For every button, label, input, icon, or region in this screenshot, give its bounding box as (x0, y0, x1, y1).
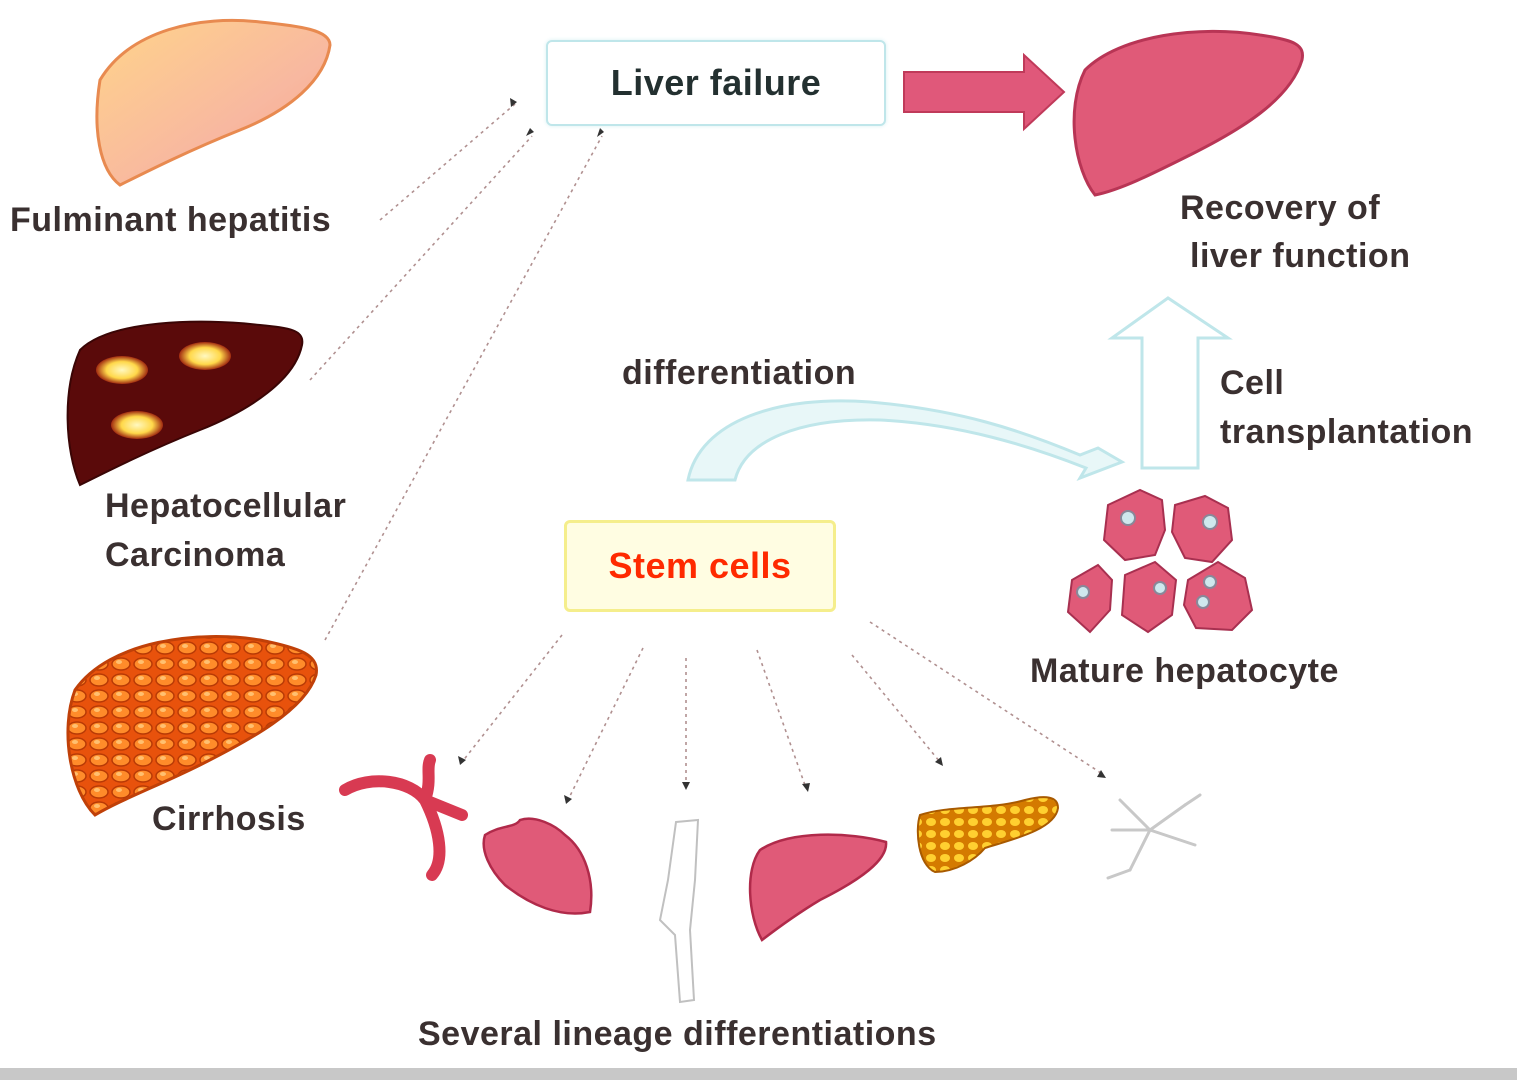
cell-transplant-label-line1: Cell (1220, 364, 1285, 402)
pancreas-icon (916, 796, 1060, 874)
recovered-liver-icon (1072, 29, 1304, 197)
hcc-label-line2: Carcinoma (105, 536, 286, 574)
blood-vessel-icon (339, 754, 468, 881)
bottom-edge-bar (0, 1068, 1517, 1080)
cell-transplant-label-line2: transplantation (1220, 413, 1474, 451)
lineage-label: Several lineage differentiations (418, 1015, 937, 1053)
heart-icon (482, 817, 593, 915)
liver-failure-box: Liver failure (546, 40, 886, 126)
liver-failure-label: Liver failure (610, 62, 822, 103)
hcc-label-line1: Hepatocellular (105, 487, 347, 525)
liver-icon (748, 833, 888, 942)
big-red-arrow (903, 52, 1066, 132)
stem-cells-label: Stem cells (608, 545, 792, 586)
connector-arrowheads (510, 98, 604, 137)
neuron-icon (1106, 793, 1202, 880)
lineage-connectors (461, 621, 1105, 801)
cell-transplant-arrow (1107, 296, 1233, 470)
stem-cells-box: Stem cells (564, 520, 836, 612)
recovery-label-line2: liver function (1190, 237, 1411, 275)
lineage-arrowheads (458, 756, 1106, 804)
differentiation-label: differentiation (622, 354, 857, 392)
cirrhosis-label: Cirrhosis (152, 800, 306, 838)
fulminant-liver-icon (95, 18, 332, 187)
differentiation-arrow (686, 399, 1126, 482)
cirrhosis-liver-icon (66, 635, 318, 817)
hepatocyte-cluster-icon (1066, 488, 1254, 634)
recovery-label-line1: Recovery of (1180, 189, 1381, 227)
mature-hepatocyte-label: Mature hepatocyte (1030, 652, 1339, 690)
fulminant-hepatitis-label: Fulminant hepatitis (10, 201, 332, 239)
bone-icon (658, 818, 700, 1004)
disease-connectors (309, 103, 603, 641)
hcc-liver-icon (66, 320, 304, 487)
